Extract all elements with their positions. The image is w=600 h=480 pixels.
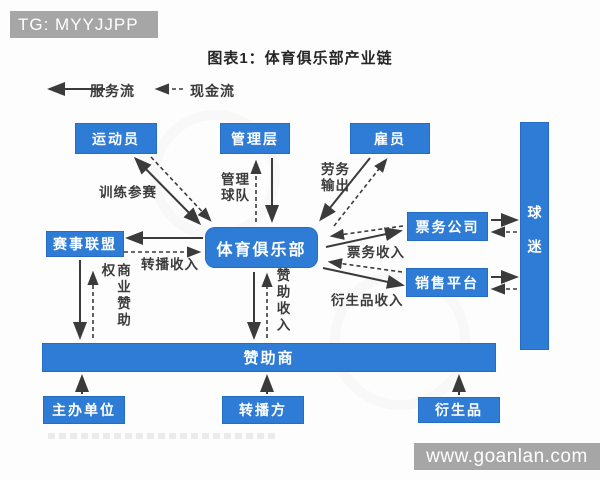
site-watermark: www.goanlan.com — [414, 443, 600, 470]
node-employees: 雇员 — [350, 123, 430, 154]
node-organizer: 主办单位 — [43, 396, 125, 424]
edge-label-derivative-income: 衍生品收入 — [331, 293, 404, 308]
node-sponsors: 赞助商 — [42, 343, 496, 372]
edge-label-manage-team: 管理球队 — [221, 172, 250, 203]
node-management: 管理层 — [220, 123, 290, 154]
node-club: 体育俱乐部 — [205, 227, 318, 268]
edge-label-broadcast-income: 转播收入 — [141, 257, 199, 272]
node-sales-platform: 销售平台 — [406, 268, 488, 297]
node-ticketing: 票务公司 — [407, 212, 488, 241]
legend-cash-flow-label: 现金流 — [190, 83, 235, 99]
node-broadcaster: 转播方 — [222, 396, 304, 424]
node-derivatives: 衍生品 — [418, 397, 500, 423]
faint-source-text — [48, 433, 278, 439]
edge-label-ticket-income: 票务收入 — [347, 245, 405, 260]
chart-title: 图表1：体育俱乐部产业链 — [207, 50, 393, 67]
node-athletes: 运动员 — [75, 123, 157, 154]
legend-service-flow-label: 服务流 — [90, 83, 135, 99]
arrow-ticketing-club-cash — [329, 225, 404, 240]
node-fans: 球迷 — [520, 122, 549, 350]
edge-label-training: 训练参赛 — [99, 185, 157, 200]
node-league: 赛事联盟 — [46, 231, 124, 257]
edge-label-commercial-rights: 商业赞助权 — [99, 263, 131, 329]
channel-tag-badge: TG: MYYJJPP — [10, 11, 158, 38]
edge-label-sponsor-income: 赞助收入 — [274, 268, 290, 334]
edge-label-labor-output: 劳务输出 — [321, 162, 350, 193]
